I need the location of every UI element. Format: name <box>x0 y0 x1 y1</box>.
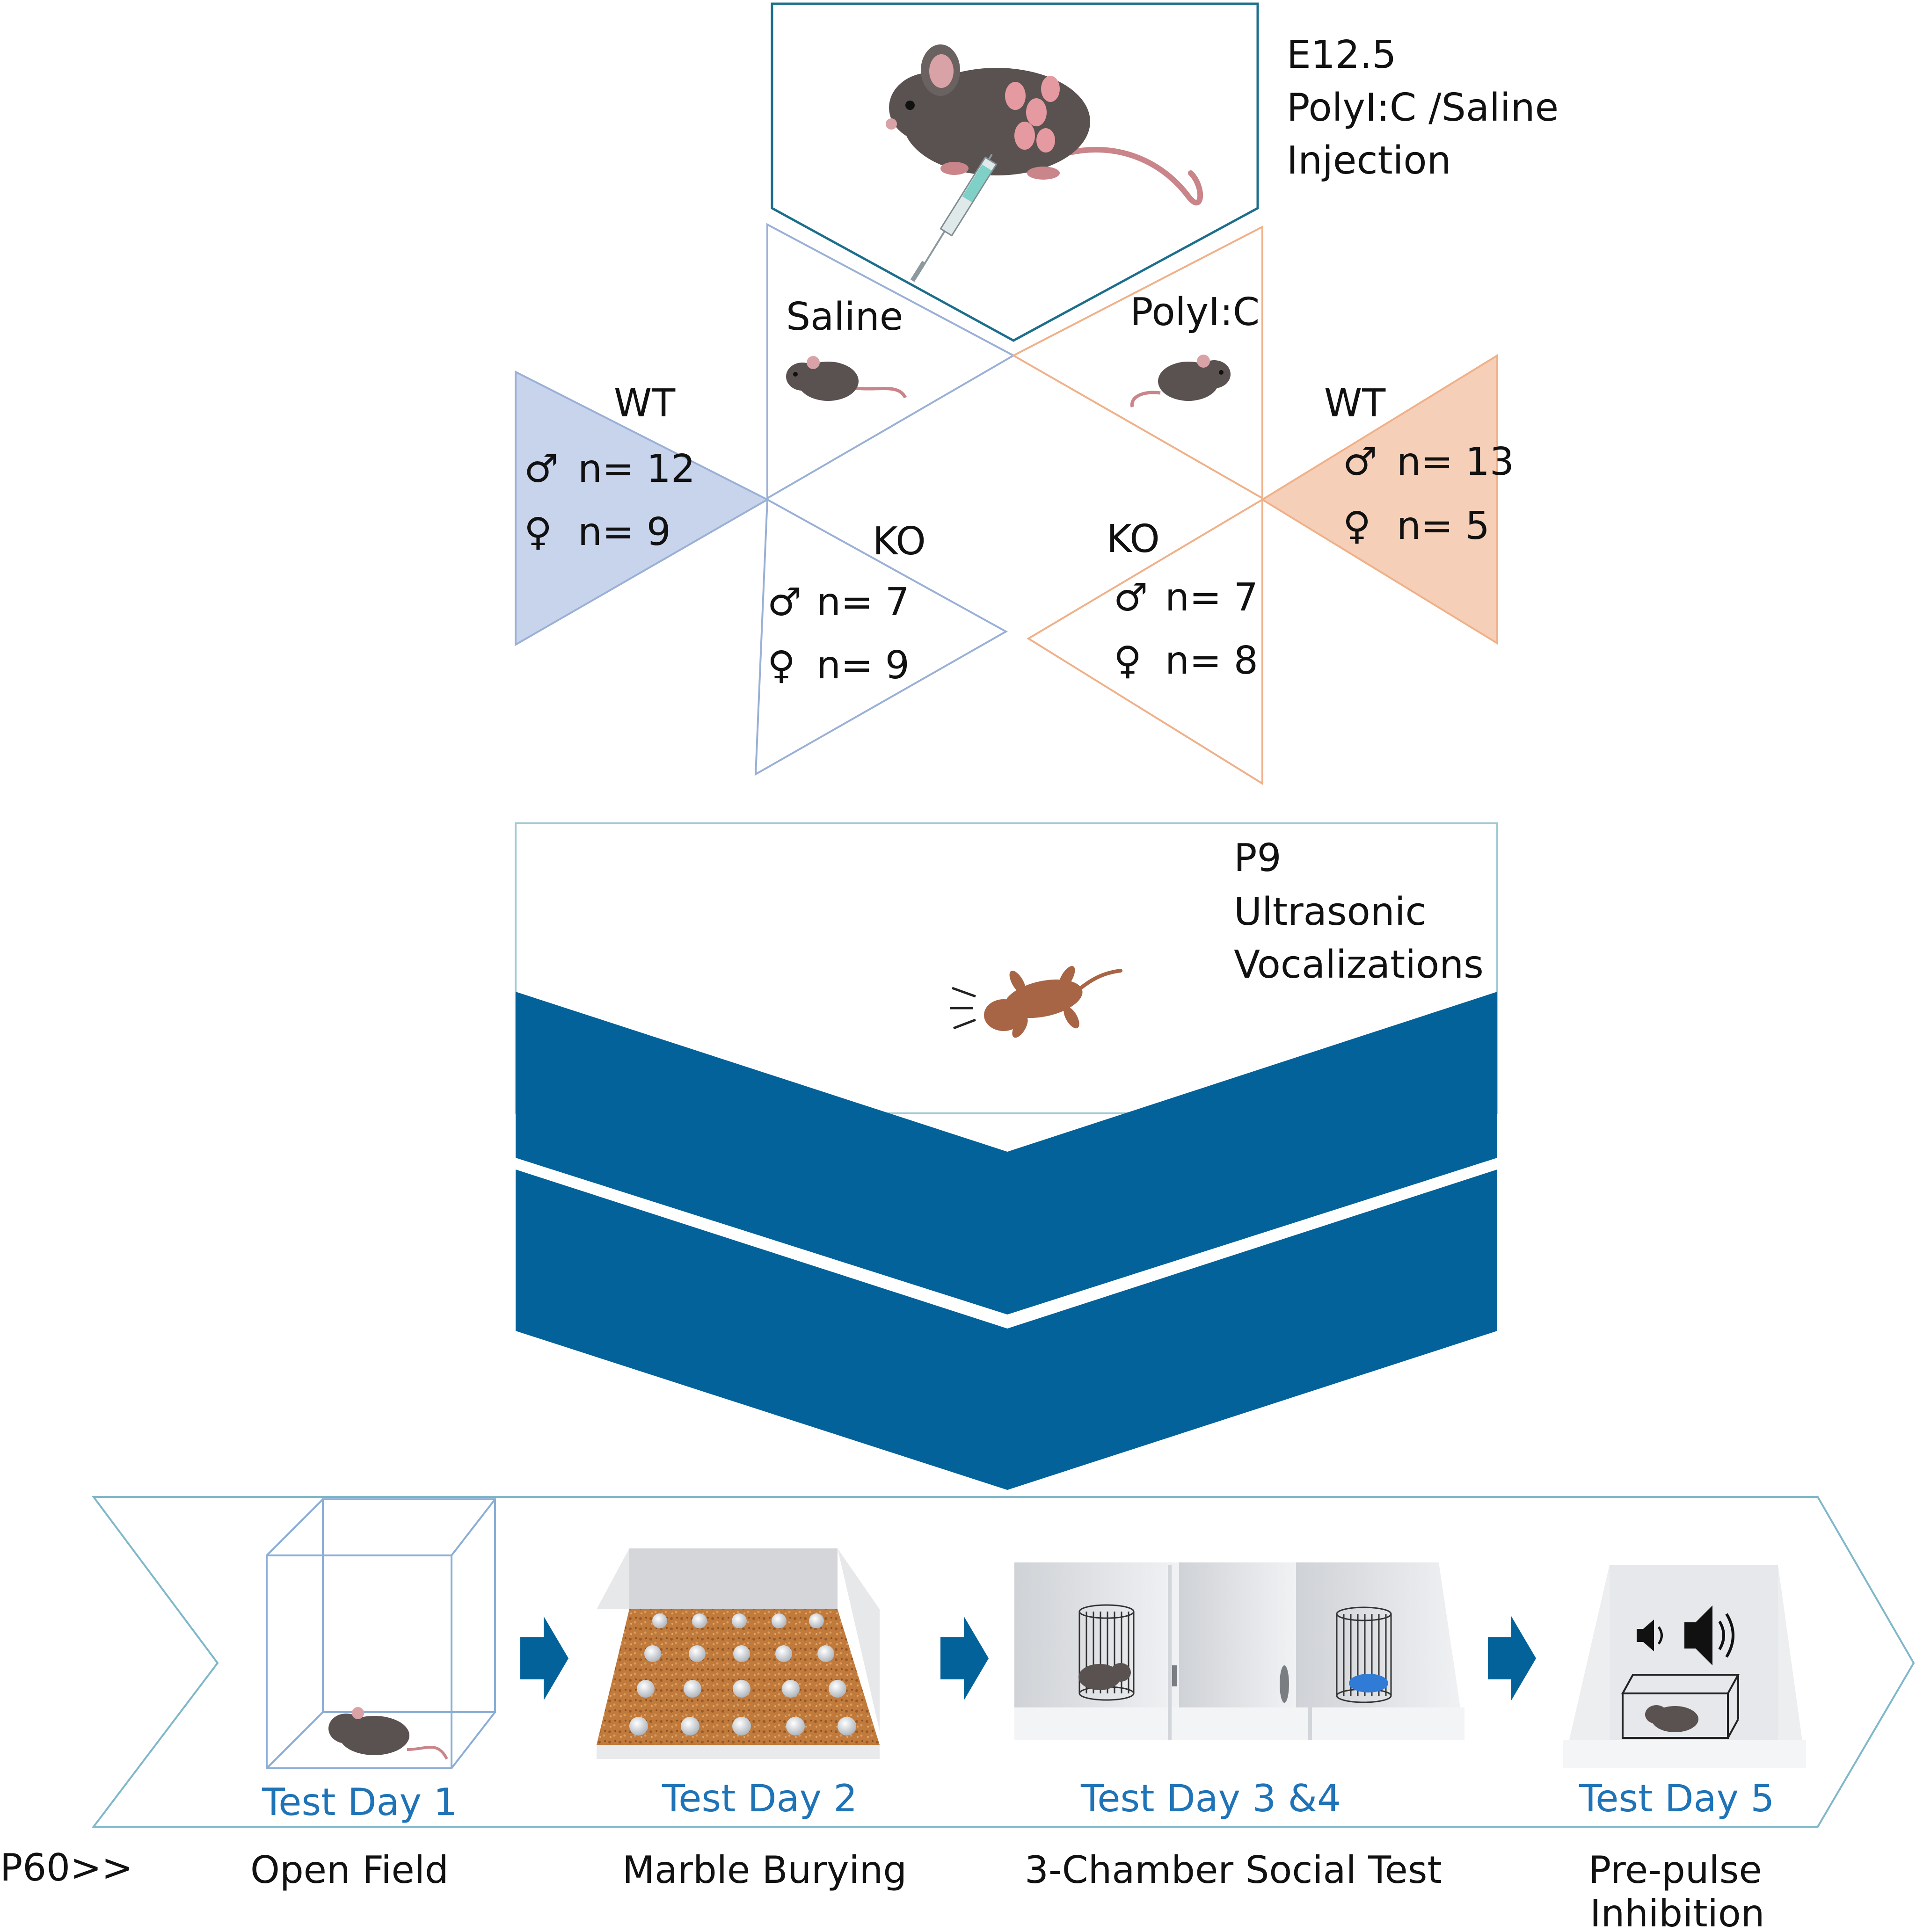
open-field-label: Open Field <box>250 1848 449 1892</box>
saline-wt-label: WT <box>614 381 676 426</box>
injection-agent-label: PolyI:C /Saline <box>1287 86 1559 130</box>
marble-burying-icon <box>597 1548 880 1759</box>
chevron-upper <box>516 992 1497 1315</box>
saline-triangle <box>766 223 1016 500</box>
pre-pulse-inhibition-icon <box>1563 1565 1806 1768</box>
saline-ko-male-count: n= 7 <box>816 580 910 625</box>
pre-pulse-label-line2: Inhibition <box>1590 1892 1764 1932</box>
p9-panel: P9 Ultrasonic Vocalizations <box>515 822 1498 1490</box>
pup-icon <box>950 966 1122 1038</box>
polyic-ko-female-count: n= 8 <box>1165 639 1258 683</box>
step-arrow-icon <box>520 1616 568 1700</box>
three-chamber-icon <box>1014 1562 1464 1740</box>
step-arrow-icon <box>1488 1616 1536 1700</box>
female-symbol: ♀ <box>767 643 795 688</box>
step-arrow-icon <box>940 1616 989 1700</box>
male-symbol: ♂ <box>1114 575 1148 620</box>
female-symbol: ♀ <box>524 510 552 554</box>
female-symbol: ♀ <box>1114 639 1142 683</box>
small-speaker-icon <box>1637 1620 1663 1651</box>
saline-wt-triangle <box>515 370 770 646</box>
marble-burying-label: Marble Burying <box>622 1848 907 1892</box>
syringe-icon <box>910 153 998 282</box>
polyic-wt-triangle <box>1260 354 1498 645</box>
pre-pulse-label-line1: Pre-pulse <box>1588 1848 1762 1892</box>
chevron-lower <box>516 1169 1497 1490</box>
test-day-1-label: Test Day 1 <box>262 1780 457 1824</box>
polyic-label: PolyI:C <box>1130 290 1260 334</box>
pregnant-mouse-icon <box>886 44 1203 206</box>
genotype-groups: WT ♂ n= 12 ♀ n= 9 KO ♂ n= 7 ♀ n= 9 KO ♂ … <box>515 354 1514 785</box>
large-speaker-icon <box>1684 1605 1734 1665</box>
polyic-ko-triangle <box>1027 498 1263 785</box>
p9-test-label-1: Ultrasonic <box>1234 890 1427 934</box>
saline-mouse-icon <box>786 356 907 401</box>
male-symbol: ♂ <box>524 447 559 491</box>
saline-ko-triangle <box>754 498 1008 776</box>
saline-label: Saline <box>786 295 903 339</box>
male-symbol: ♂ <box>767 580 802 625</box>
open-field-icon <box>266 1498 496 1769</box>
treatment-triangles: Saline PolyI:C <box>766 223 1263 500</box>
test-day-3-4-label: Test Day 3 &4 <box>1080 1777 1341 1820</box>
adult-timeline: P60>> <box>0 1496 1915 1932</box>
polyic-wt-female-count: n= 5 <box>1397 504 1490 548</box>
polyic-wt-label: WT <box>1324 381 1386 426</box>
adult-age-label: P60>> <box>0 1846 133 1889</box>
test-day-2-label: Test Day 2 <box>662 1777 857 1820</box>
saline-ko-label: KO <box>873 519 926 564</box>
p9-test-label-2: Vocalizations <box>1234 943 1484 987</box>
polyic-ko-male-count: n= 7 <box>1165 575 1258 620</box>
p9-day-label: P9 <box>1234 836 1282 880</box>
male-symbol: ♂ <box>1343 440 1377 484</box>
injection-day-label: E12.5 <box>1287 33 1396 77</box>
female-symbol: ♀ <box>1343 504 1371 548</box>
three-chamber-label: 3-Chamber Social Test <box>1025 1848 1442 1892</box>
test-day-5-label: Test Day 5 <box>1579 1777 1774 1820</box>
saline-ko-female-count: n= 9 <box>816 643 910 688</box>
saline-wt-male-count: n= 12 <box>578 447 695 491</box>
saline-wt-female-count: n= 9 <box>578 510 671 554</box>
polyic-mouse-icon <box>1130 355 1231 407</box>
polyic-wt-male-count: n= 13 <box>1397 440 1514 484</box>
timeline-arrow <box>91 1496 1915 1828</box>
injection-title-label: Injection <box>1287 138 1451 183</box>
polyic-ko-label: KO <box>1107 517 1160 561</box>
injection-panel: E12.5 PolyI:C /Saline Injection <box>771 2 1559 342</box>
polyic-triangle <box>1011 225 1263 500</box>
